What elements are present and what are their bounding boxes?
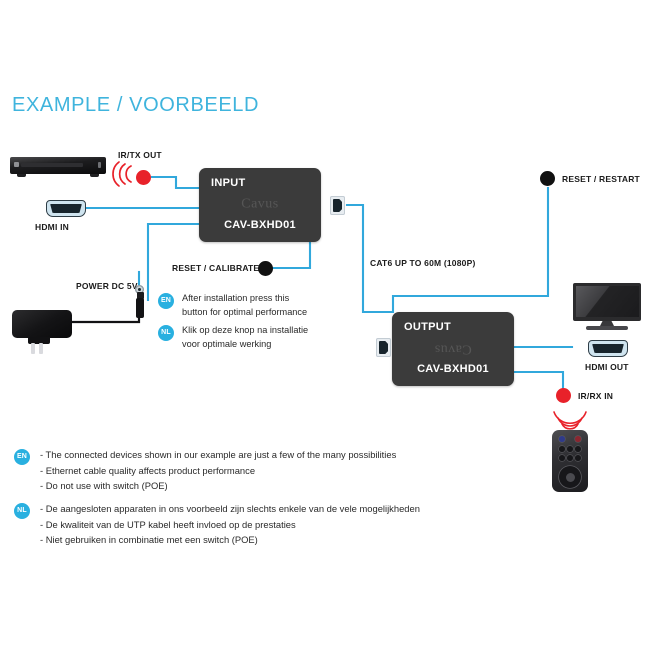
player-foot-right xyxy=(90,174,99,177)
remote-dpad-icon xyxy=(559,466,581,488)
calibrate-note-badge-nl: NL xyxy=(158,325,174,341)
tv-glass xyxy=(575,285,639,317)
wire-output-to-ir-rx-in xyxy=(511,370,565,394)
remote-button-source xyxy=(575,436,581,442)
bottom-note-badge-nl: NL xyxy=(14,503,30,519)
tv-neck xyxy=(600,321,614,326)
reset-calibrate-dot-icon xyxy=(258,261,273,276)
hdmi-in-port-icon xyxy=(46,200,86,217)
dc-jack-socket-icon xyxy=(135,285,144,294)
ir-tx-out-dot-icon xyxy=(136,170,151,185)
label-hdmi-out: HDMI OUT xyxy=(585,362,629,372)
output-box-brand: Cavus xyxy=(434,341,472,357)
tv-base xyxy=(586,326,628,330)
ir-tx-waves-icon xyxy=(112,161,132,187)
plug-tip xyxy=(136,292,144,299)
bottom-note-badge-en: EN xyxy=(14,449,30,465)
output-box-header: OUTPUT xyxy=(404,321,452,333)
label-power-dc: POWER DC 5V xyxy=(76,281,138,291)
plug-barrel xyxy=(136,298,144,318)
player-tray-slot xyxy=(21,163,83,167)
player-body xyxy=(10,157,106,174)
reset-restart-dot-icon xyxy=(540,171,555,186)
remote-button-4 xyxy=(559,455,565,461)
wire-ir-tx-to-input xyxy=(150,175,201,190)
calibrate-note-text-en: After installation press this button for… xyxy=(182,293,308,317)
wire-reset-restart-to-output xyxy=(391,186,550,314)
ir-remote-waves-icon xyxy=(553,411,587,430)
label-reset-restart: RESET / RESTART xyxy=(562,174,640,184)
output-extender-box: OUTPUT Cavus CAV-BXHD01 xyxy=(392,312,514,386)
wire-input-to-reset-calibrate xyxy=(270,228,312,270)
player-power-icon xyxy=(98,162,101,168)
ir-remote-control-device xyxy=(552,430,588,492)
wire-input-to-calibrate-note xyxy=(146,222,201,302)
page-title: EXAMPLE / VOORBEELD xyxy=(12,94,260,116)
adapter-neck xyxy=(28,337,50,344)
bottom-note-text-nl: - De aangesloten apparaten in ons voorbe… xyxy=(40,503,420,545)
player-display-icon xyxy=(14,162,19,167)
power-adapter-device xyxy=(12,310,78,354)
bottom-note-text-en: - The connected devices shown in our exa… xyxy=(40,449,397,491)
input-box-model: CAV-BXHD01 xyxy=(224,219,296,231)
remote-button-2 xyxy=(567,446,573,452)
calibrate-note-text-nl: Klik op deze knop na installatie voor op… xyxy=(182,325,309,349)
input-box-header: INPUT xyxy=(211,177,246,189)
output-box-model: CAV-BXHD01 xyxy=(417,363,489,375)
remote-button-5 xyxy=(567,455,573,461)
label-reset-calibrate: RESET / CALIBRATE xyxy=(172,263,260,273)
remote-button-3 xyxy=(575,446,581,452)
television-device xyxy=(573,283,641,331)
player-foot-left xyxy=(17,174,26,177)
ir-rx-in-dot-icon xyxy=(556,388,571,403)
tv-screen xyxy=(573,283,641,321)
dc-barrel-plug-icon xyxy=(136,292,144,318)
label-hdmi-in: HDMI IN xyxy=(35,222,69,232)
input-box-brand: Cavus xyxy=(241,196,279,212)
remote-button-6 xyxy=(575,455,581,461)
adapter-prong-right xyxy=(39,343,43,354)
input-rj45-port-icon xyxy=(330,196,345,215)
input-extender-box: INPUT Cavus CAV-BXHD01 xyxy=(199,168,321,242)
adapter-body xyxy=(12,310,72,338)
adapter-prong-left xyxy=(31,343,35,354)
label-cat6: CAT6 UP TO 60M (1080P) xyxy=(370,258,476,268)
label-ir-rx-in: IR/RX IN xyxy=(578,391,614,401)
remote-button-power xyxy=(559,436,565,442)
power-cable xyxy=(70,310,141,324)
calibrate-note-badge-en: EN xyxy=(158,293,174,309)
wire-cat6-link xyxy=(345,203,394,314)
remote-button-1 xyxy=(559,446,565,452)
hdmi-out-port-icon xyxy=(588,340,628,357)
bluray-player-device xyxy=(10,157,106,179)
label-ir-tx-out: IR/TX OUT xyxy=(118,150,162,160)
output-rj45-port-icon xyxy=(376,338,391,357)
